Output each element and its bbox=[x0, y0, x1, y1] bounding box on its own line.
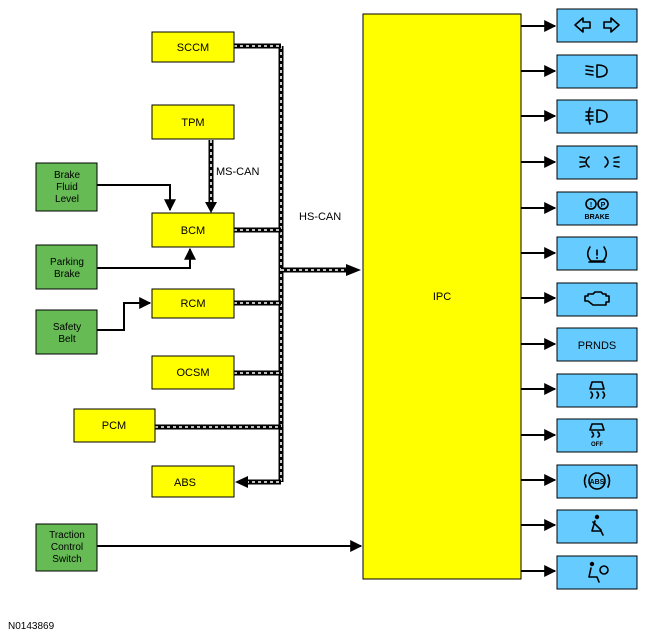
airbag-warning-icon bbox=[588, 561, 609, 583]
hardwired-inputs bbox=[97, 184, 363, 552]
seatbelt-reminder-icon bbox=[591, 514, 604, 536]
module-sccm: SCCM bbox=[151, 31, 235, 63]
module-ocsm: OCSM bbox=[151, 355, 235, 390]
indicator-abs: ABS bbox=[556, 464, 638, 499]
indicator-traction-control bbox=[556, 373, 638, 408]
svg-text:P: P bbox=[601, 202, 606, 209]
indicator-check-engine bbox=[556, 282, 638, 317]
input-traction-control-switch: Traction Control Switch bbox=[35, 523, 98, 572]
abs-warning-icon bbox=[583, 472, 611, 490]
svg-text:Traction: Traction bbox=[49, 530, 85, 541]
traction-control-off-icon bbox=[589, 423, 605, 438]
svg-text:Belt: Belt bbox=[58, 334, 75, 345]
indicator-fog-lamp bbox=[556, 99, 638, 134]
ms-can-bus bbox=[205, 140, 217, 213]
module-tpm: TPM bbox=[151, 104, 235, 140]
indicator-traction-control-off: OFF bbox=[556, 418, 638, 453]
indicator-prnds: PRNDS bbox=[556, 327, 638, 362]
hs-can-bus bbox=[155, 43, 361, 488]
svg-text:BCM: BCM bbox=[181, 225, 205, 237]
module-rcm: RCM bbox=[151, 288, 235, 319]
indicator-tire-pressure bbox=[556, 236, 638, 271]
off-text: OFF bbox=[591, 442, 603, 448]
module-pcm: PCM bbox=[73, 408, 156, 443]
svg-text:Brake: Brake bbox=[54, 269, 81, 280]
ms-can-label: MS-CAN bbox=[216, 166, 259, 178]
input-safety-belt: Safety Belt bbox=[35, 309, 98, 355]
prnds-text: PRNDS bbox=[578, 340, 617, 352]
svg-text:Parking: Parking bbox=[50, 257, 84, 268]
svg-text:Safety: Safety bbox=[53, 322, 81, 333]
svg-text:!: ! bbox=[590, 202, 592, 209]
indicator-brake-warning: ! P BRAKE bbox=[556, 191, 638, 226]
svg-text:RCM: RCM bbox=[180, 298, 205, 310]
figure-id: N0143869 bbox=[8, 621, 55, 632]
svg-text:IPC: IPC bbox=[433, 291, 451, 303]
svg-text:OCSM: OCSM bbox=[177, 367, 210, 379]
svg-text:Control: Control bbox=[51, 542, 83, 553]
svg-text:ABS: ABS bbox=[174, 477, 196, 489]
indicator-seatbelt bbox=[556, 509, 638, 544]
svg-text:SCCM: SCCM bbox=[177, 42, 209, 54]
check-engine-icon bbox=[584, 291, 610, 306]
module-bcm: BCM bbox=[151, 212, 235, 248]
svg-text:PCM: PCM bbox=[102, 420, 126, 432]
svg-text:Brake: Brake bbox=[54, 170, 81, 181]
indicator-airbag bbox=[556, 555, 638, 590]
indicator-low-beam bbox=[556, 54, 638, 89]
hs-can-label: HS-CAN bbox=[299, 211, 341, 223]
svg-text:Switch: Switch bbox=[52, 554, 81, 565]
fog-lamp-icon bbox=[585, 107, 608, 125]
tire-pressure-icon bbox=[586, 246, 608, 263]
svg-text:TPM: TPM bbox=[181, 117, 204, 129]
abs-text: ABS bbox=[590, 479, 605, 486]
turn-signal-arrows-icon bbox=[574, 17, 620, 33]
traction-control-icon bbox=[589, 381, 606, 399]
indicator-parking-lamps bbox=[556, 145, 638, 180]
module-ipc: IPC bbox=[362, 13, 522, 580]
input-parking-brake: Parking Brake bbox=[35, 244, 98, 290]
brake-text: BRAKE bbox=[585, 214, 610, 221]
ipc-output-arrows bbox=[521, 20, 557, 577]
indicator-turn-signals bbox=[556, 8, 638, 43]
brake-warning-icon: ! P bbox=[585, 198, 609, 210]
svg-text:Fluid: Fluid bbox=[56, 182, 78, 193]
svg-text:Level: Level bbox=[55, 194, 79, 205]
input-brake-fluid-level: Brake Fluid Level bbox=[35, 162, 98, 212]
module-abs: ABS bbox=[151, 465, 235, 498]
parking-lamps-icon bbox=[579, 156, 620, 168]
low-beam-headlamp-icon bbox=[585, 64, 608, 78]
